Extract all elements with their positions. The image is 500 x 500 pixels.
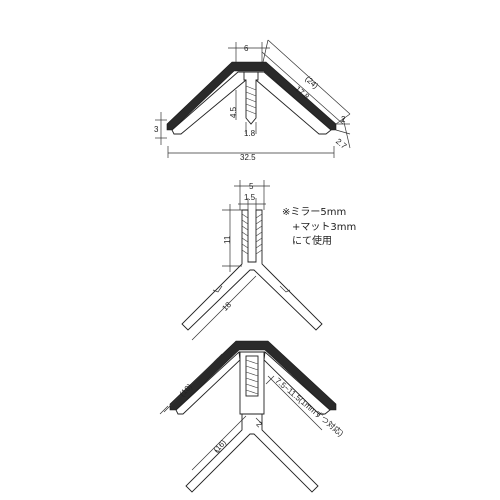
dim-top-width: 6 — [244, 44, 249, 53]
cap-anchor-pin — [243, 71, 259, 125]
dim-slot-inner: 1.5 — [244, 193, 256, 202]
dim-total-width: 32.5 — [240, 153, 256, 162]
dim-end-a: 2 — [341, 115, 346, 124]
note-line-1: ※ミラー5mm — [282, 206, 346, 218]
dim-pin-length: 4.5 — [229, 106, 238, 118]
dim-stem-height: 11 — [223, 235, 232, 244]
top-cap-profile — [166, 61, 337, 135]
dim-end-b: 2.7 — [334, 137, 349, 151]
assembly-left-arm — [175, 351, 241, 415]
dim-lip-height: 3 — [154, 125, 159, 134]
dim-pin-width: 1.8 — [244, 129, 256, 138]
dim-small-gap: 2 — [254, 420, 264, 430]
middle-base-profile — [181, 209, 323, 331]
dim-arm-total: (24) — [303, 74, 320, 90]
usage-note: ※ミラー5mm +マット3mm にて使用 — [282, 206, 356, 247]
base-stem — [181, 209, 323, 331]
note-line-3: にて使用 — [292, 234, 332, 247]
assembly-base — [185, 413, 319, 493]
dim-slot-outer: 5 — [249, 182, 254, 191]
bottom-assembly-profile — [169, 340, 337, 493]
dim-arm-length: 18 — [220, 300, 233, 313]
note-line-2: +マット3mm — [292, 222, 356, 233]
cap-left-arm — [171, 71, 247, 135]
